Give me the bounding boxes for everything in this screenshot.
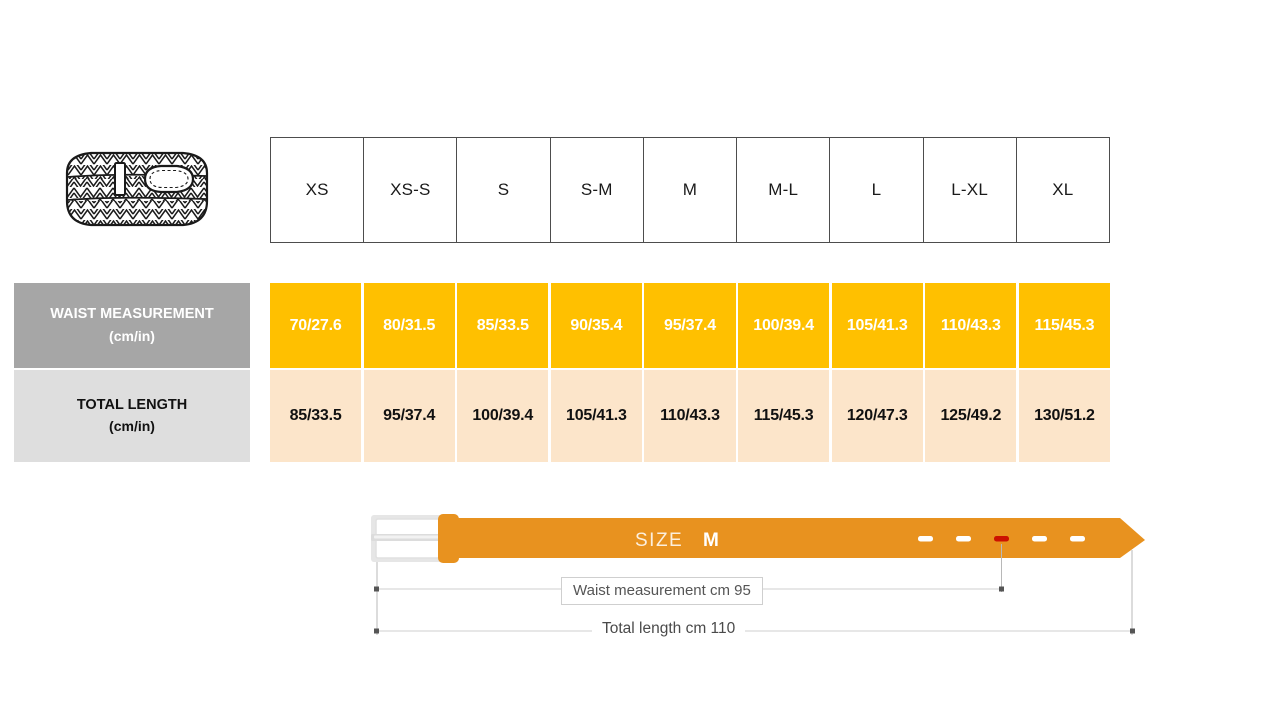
waist-value-cell: 110/43.3	[925, 283, 1017, 368]
waist-value-cell: 100/39.4	[738, 283, 830, 368]
length-value-cell: 130/51.2	[1018, 370, 1110, 462]
total-length-row: TOTAL LENGTH (cm/in) 85/33.5 95/37.4 100…	[14, 370, 1110, 462]
braided-belt-icon	[65, 151, 209, 227]
waist-measurement-label: WAIST MEASUREMENT (cm/in)	[14, 283, 250, 368]
waist-value-cell: 90/35.4	[550, 283, 642, 368]
waist-measurement-row: WAIST MEASUREMENT (cm/in) 70/27.6 80/31.…	[14, 283, 1110, 368]
braided-belt-illustration	[55, 143, 217, 235]
size-header-cell: XS-S	[364, 138, 458, 242]
belt-measurement-diagram: SIZE M	[355, 500, 1155, 650]
size-header-cell: M-L	[737, 138, 831, 242]
length-value-cell: 125/49.2	[925, 370, 1017, 462]
size-header-cell: XL	[1052, 180, 1074, 199]
size-chart-table: XS XS-S S S-M M M-L L L-XL XL	[270, 137, 1110, 243]
length-value-cell: 85/33.5	[270, 370, 362, 462]
length-value-cell: 95/37.4	[363, 370, 455, 462]
row-gap	[250, 370, 270, 462]
size-header-cell: XS	[271, 138, 365, 242]
waist-measurement-label-line2: (cm/in)	[109, 327, 155, 344]
waist-measurement-cells: 70/27.6 80/31.5 85/33.5 90/35.4 95/37.4 …	[270, 283, 1110, 368]
size-header-cell: L-XL	[924, 138, 1017, 242]
total-length-label-line1: TOTAL LENGTH	[76, 396, 188, 413]
belt-keeper	[438, 514, 459, 563]
belt-hole-highlighted	[994, 536, 1009, 542]
belt-hole	[918, 536, 933, 542]
length-value-cell: 105/41.3	[550, 370, 642, 462]
total-length-label-line2: (cm/in)	[109, 418, 155, 435]
waist-value-cell: 85/33.5	[457, 283, 549, 368]
length-value-cell: 100/39.4	[457, 370, 549, 462]
waist-value-cell: 80/31.5	[363, 283, 455, 368]
waist-value-cell: 105/41.3	[831, 283, 923, 368]
size-header-cell: M	[644, 138, 738, 242]
waist-measurement-label-line1: WAIST MEASUREMENT	[50, 306, 214, 323]
belt-strap	[455, 518, 1145, 558]
belt-hole	[1032, 536, 1047, 542]
size-header-cell: L	[830, 138, 924, 242]
belt-hole	[1070, 536, 1085, 542]
total-length-dimension-label: Total length cm 110	[592, 617, 746, 641]
row-gap	[250, 283, 270, 368]
total-length-label: TOTAL LENGTH (cm/in)	[14, 370, 250, 462]
length-value-cell: 120/47.3	[831, 370, 923, 462]
waist-value-cell: 70/27.6	[270, 283, 362, 368]
belt-size-caption-prefix: SIZE	[635, 530, 683, 551]
total-length-dimension-line	[374, 628, 1135, 634]
size-header-row: XS XS-S S S-M M M-L L L-XL XL	[270, 137, 1110, 243]
waist-value-cell: 115/45.3	[1018, 283, 1110, 368]
length-value-cell: 115/45.3	[738, 370, 830, 462]
belt-size-caption-value: M	[703, 530, 719, 551]
dimension-extension-lines	[376, 544, 1133, 635]
size-header-cell: S	[457, 138, 551, 242]
size-header-cell: S-M	[551, 138, 644, 242]
waist-dimension-label: Waist measurement cm 95	[561, 577, 763, 605]
waist-value-cell: 95/37.4	[644, 283, 736, 368]
total-length-cells: 85/33.5 95/37.4 100/39.4 105/41.3 110/43…	[270, 370, 1110, 462]
belt-diagram-svg: SIZE M	[371, 514, 1145, 635]
length-value-cell: 110/43.3	[644, 370, 736, 462]
belt-hole	[956, 536, 971, 542]
